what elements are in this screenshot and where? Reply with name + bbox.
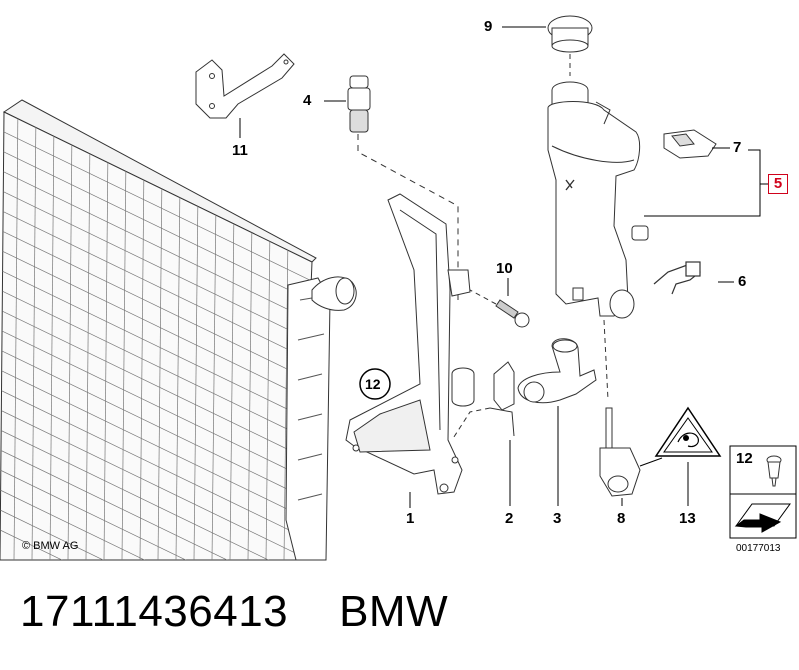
part-9-cap [547,15,593,53]
part-6-wire-clip [653,261,701,295]
part-10-screw [495,299,530,328]
part-11-bracket [195,53,295,119]
callout-7: 7 [733,139,742,156]
callout-12-circle: 12 [365,376,381,392]
callout-8: 8 [617,510,626,527]
part-5-expansion-tank [547,81,649,319]
callout-2: 2 [505,510,514,527]
parts-diagram [0,15,797,561]
callout-13: 13 [679,510,696,527]
arrow-icon [734,503,791,533]
copyright-text: © BMW AG [22,540,79,552]
part-12-callout-circle [359,368,391,400]
callout-9: 9 [484,18,493,35]
callout-12-inset: 12 [736,450,753,467]
radiator [0,99,357,561]
callout-5-highlighted: 5 [768,174,788,194]
part-4-grommet [347,75,371,133]
callout-4: 4 [303,92,312,109]
part-12-clip-inset [766,455,782,487]
part-13-warning-label [654,406,722,457]
footer-caption: 17111436413 BMW [20,586,448,638]
callout-6: 6 [738,273,747,290]
inset-box [729,445,797,539]
part-8-level-sensor [599,407,641,497]
part-2-clip [489,361,515,437]
part-3-hose-connector [517,338,597,404]
callout-10: 10 [496,260,513,277]
brand-name: BMW [339,587,449,636]
callout-1: 1 [406,510,415,527]
part-7-label-plate [663,129,717,159]
part-1-bracket [345,193,475,495]
part-number: 17111436413 [20,587,289,636]
reference-code: 00177013 [736,543,781,554]
callout-3: 3 [553,510,562,527]
callout-11: 11 [232,142,248,159]
